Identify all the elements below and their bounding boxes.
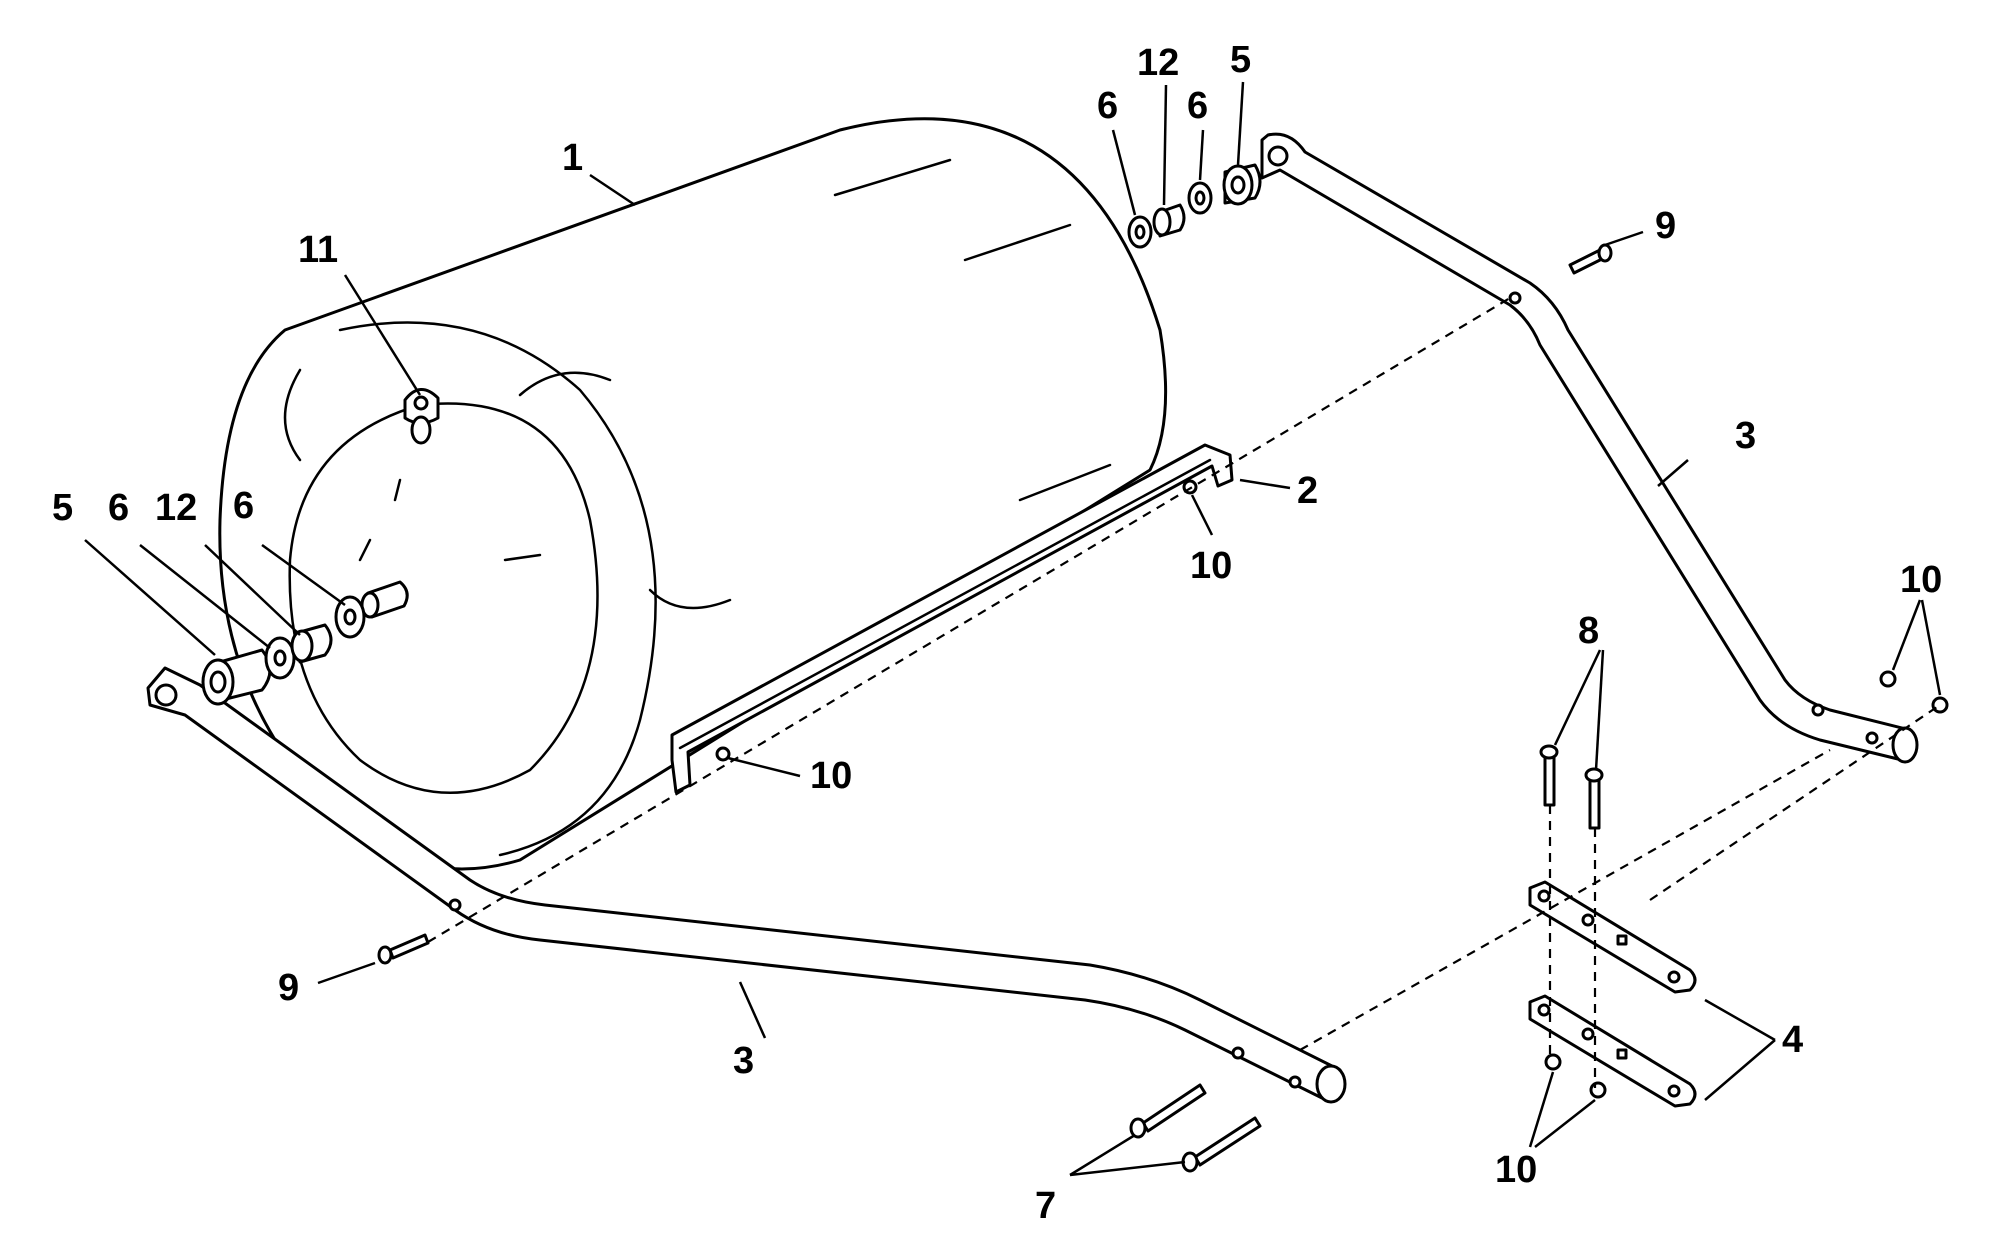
- bolt-pair-front: [1129, 1083, 1262, 1173]
- callout-fill-plug: 11: [298, 229, 338, 271]
- drawbar: [670, 443, 1234, 794]
- callout-labels: 1 11 5 6 12 6 6 12 6 5 9 3 2 10 10 8 10 …: [52, 39, 1942, 1227]
- callout-spacer-left: 12: [155, 487, 197, 529]
- roller-drum: [218, 117, 1168, 871]
- callout-spacer-right: 12: [1137, 42, 1179, 84]
- callout-bolt-pair-front: 7: [1035, 1185, 1056, 1227]
- callout-bolt-pair-bracket: 8: [1578, 610, 1599, 652]
- bracket-upper: [1528, 880, 1697, 994]
- callout-nut-pair-bracket: 10: [1495, 1149, 1537, 1191]
- assembly-lines: [427, 297, 1941, 1088]
- handle-left: [146, 666, 1347, 1104]
- handle-right: [1260, 132, 1919, 764]
- bolt-left: [377, 933, 430, 965]
- bearing-stack-left: [201, 595, 366, 706]
- callout-washer-left-outer: 6: [108, 487, 129, 529]
- leader-lines: [84, 81, 1942, 1177]
- fill-plug: [403, 388, 440, 445]
- bracket-lower: [1528, 994, 1697, 1108]
- callout-bolt-right: 9: [1655, 205, 1676, 247]
- callout-handle-left: 3: [733, 1040, 754, 1082]
- callout-handle-right: 3: [1735, 415, 1756, 457]
- callout-washer-right-inner: 6: [1187, 85, 1208, 127]
- callout-nut-drawbar-right: 10: [1190, 545, 1232, 587]
- callout-bolt-left: 9: [278, 967, 299, 1009]
- callout-bracket: 4: [1782, 1019, 1803, 1061]
- callout-bearing-right: 5: [1230, 39, 1251, 81]
- callout-washer-right-outer: 6: [1097, 85, 1118, 127]
- callout-washer-left-inner: 6: [233, 485, 254, 527]
- callout-drawbar: 2: [1297, 470, 1318, 512]
- callout-nut-pair-handle: 10: [1900, 559, 1942, 601]
- callout-drum: 1: [562, 137, 583, 179]
- bolt-pair-bracket: [1539, 744, 1604, 830]
- callout-nut-drawbar-left: 10: [810, 755, 852, 797]
- left-axle-stub: [360, 580, 409, 619]
- bearing-stack-right: [1127, 163, 1262, 249]
- bolt-right: [1568, 243, 1613, 275]
- callout-bearing-left: 5: [52, 487, 73, 529]
